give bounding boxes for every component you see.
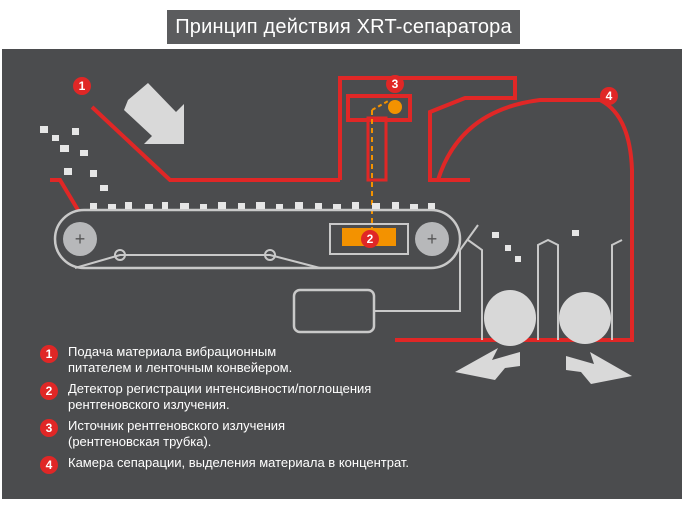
legend-text: Подача материала вибрационным питателем … (68, 344, 293, 375)
feeder-lower-wall (50, 178, 80, 212)
legend-number-badge: 2 (40, 382, 58, 400)
marker-3-icon (386, 75, 404, 93)
feeder-chute-wall (90, 105, 340, 182)
idler-roller (264, 249, 276, 261)
air-compressor (292, 288, 376, 334)
x-ray-tube-frame (346, 94, 412, 122)
legend-number-badge: 3 (40, 419, 58, 437)
legend-item: 3 Источник рентгеновского излучения (рен… (40, 418, 480, 450)
detector-housing (329, 223, 409, 255)
ore-on-belt (90, 202, 435, 209)
conveyor-belt (53, 208, 462, 270)
marker-1-label: 1 (79, 79, 86, 93)
source-housing (338, 76, 517, 182)
legend: 1 Подача материала вибрационным питателе… (40, 344, 480, 479)
waste-output-arrow-icon (455, 348, 520, 380)
falling-ore (40, 126, 579, 262)
ore-pile-waste (484, 290, 536, 346)
x-ray-source-icon (388, 100, 402, 114)
bin-right (611, 239, 623, 340)
legend-item: 4 Камера сепарации, выделения материала … (40, 455, 480, 474)
legend-item: 2 Детектор регистрации интенсивности/пог… (40, 381, 480, 413)
feed-arrow-icon (124, 83, 184, 144)
bin-divider (537, 238, 559, 340)
air-line (374, 224, 479, 312)
belt-return-line (74, 254, 321, 269)
legend-text: Камера сепарации, выделения материала в … (68, 455, 410, 470)
conveyor-drum-right (415, 222, 449, 256)
title-banner: Принцип действия XRT-сепаратора (167, 10, 520, 44)
x-ray-tube-stem (366, 116, 388, 182)
marker-1-icon (73, 77, 91, 95)
marker-3-label: 3 (392, 77, 399, 91)
separation-chamber (395, 98, 634, 342)
legend-text: Источник рентгеновского излучения (рентг… (68, 418, 286, 449)
legend-text: Детектор регистрации интенсивности/погло… (68, 381, 372, 412)
marker-2-icon (361, 230, 379, 248)
marker-4-icon (600, 87, 618, 105)
diagram-title: Принцип действия XRT-сепаратора (175, 15, 512, 38)
legend-item: 1 Подача материала вибрационным питателе… (40, 344, 480, 376)
drum-right-plus-icon: + (427, 229, 438, 249)
concentrate-output-arrow-icon (566, 352, 632, 384)
idler-roller (114, 249, 126, 261)
bin-left (467, 239, 483, 340)
ore-pile-concentrate (559, 292, 611, 344)
legend-number-badge: 1 (40, 345, 58, 363)
marker-4-label: 4 (606, 89, 613, 103)
conveyor-drum-left (63, 222, 97, 256)
legend-number-badge: 4 (40, 456, 58, 474)
x-ray-beam-angled (371, 99, 391, 111)
drum-left-plus-icon: + (75, 229, 86, 249)
marker-2-label: 2 (367, 232, 374, 246)
